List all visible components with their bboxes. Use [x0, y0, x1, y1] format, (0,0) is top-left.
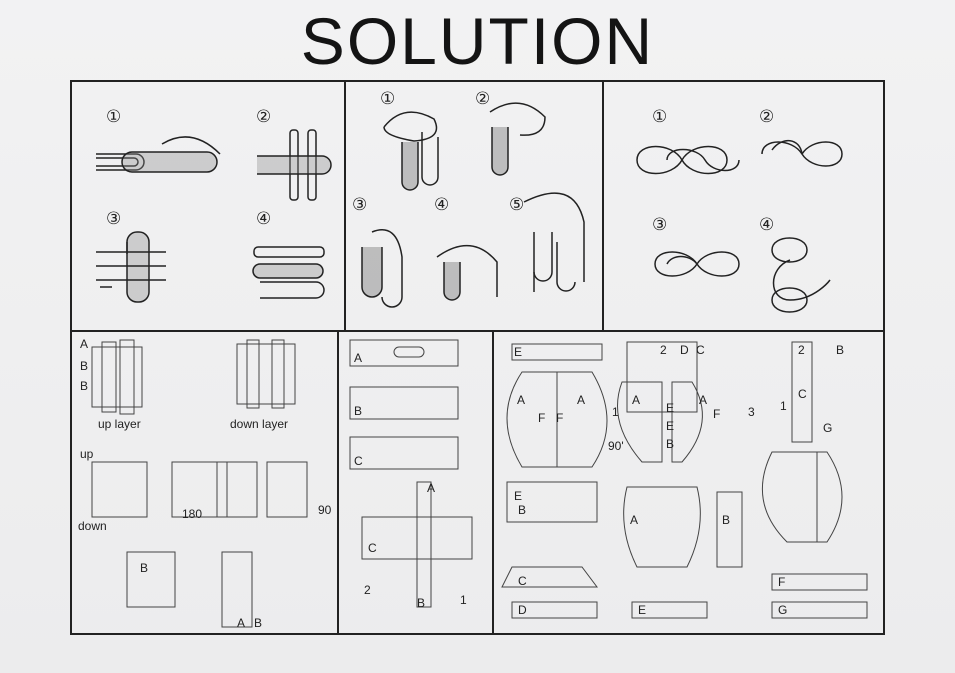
piece-b-label: B: [666, 437, 674, 451]
link-shape-4: [252, 246, 325, 299]
step-2-label: 2: [364, 583, 371, 597]
link-shape-1: [96, 136, 221, 173]
solution-board: ① ② ③ ④: [70, 80, 885, 635]
piece-b-label: B: [417, 596, 425, 610]
piece-b-label: B: [518, 503, 526, 517]
piece-c-label: C: [368, 541, 377, 555]
page-title: SOLUTION: [300, 4, 655, 78]
step-4-marker: ④: [759, 215, 774, 234]
panel-4-layers: A B B up layer down layer up down 180 90…: [78, 337, 332, 630]
step-2-marker: ②: [759, 107, 774, 126]
rotate-90-label: 90': [608, 439, 624, 453]
piece-b-label: B: [354, 404, 362, 418]
step-1-marker: ①: [652, 107, 667, 126]
piece-a-label: A: [354, 351, 362, 365]
piece-a-label: A: [632, 393, 640, 407]
piece-e-label: E: [666, 419, 674, 433]
piece-c-label: C: [518, 574, 527, 588]
step-2-label: 2: [660, 343, 667, 357]
step-3-marker: ③: [106, 209, 121, 228]
piece-g-label: G: [823, 421, 832, 435]
piece-d-label: D: [518, 603, 527, 617]
link-shape-2: [257, 129, 332, 201]
panel-2-hooks: ① ② ③ ④ ⑤: [352, 89, 585, 308]
piece-c-label: C: [354, 454, 363, 468]
down-label: down: [78, 519, 107, 533]
link-shape-3: [96, 231, 166, 303]
label-b: B: [80, 379, 88, 393]
label-b: B: [80, 359, 88, 373]
piece-c-label: C: [696, 343, 705, 357]
step-3-marker: ③: [352, 195, 367, 214]
piece-e-label: E: [514, 345, 522, 359]
step-3-label: 3: [748, 405, 755, 419]
rotate-180-label: 180: [182, 507, 202, 521]
piece-a-label: A: [427, 481, 435, 495]
piece-g-label: G: [778, 603, 787, 617]
piece-f-label: F: [538, 411, 545, 425]
label-a: A: [80, 337, 88, 351]
up-label: up: [80, 447, 94, 461]
board-grid: ① ② ③ ④: [72, 82, 883, 633]
piece-a-label: A: [630, 513, 638, 527]
piece-e-label: E: [666, 401, 674, 415]
piece-f-label: F: [778, 575, 785, 589]
step-1-label: 1: [780, 399, 787, 413]
step-1-marker: ①: [106, 107, 121, 126]
step-5-marker: ⑤: [509, 195, 524, 214]
piece-e-label: E: [514, 489, 522, 503]
step-2-label: 2: [798, 343, 805, 357]
panel-5-sliding-pieces: A B C A C B 1 2: [349, 339, 473, 610]
down-layer-label: down layer: [230, 417, 288, 431]
step-4-marker: ④: [256, 209, 271, 228]
piece-a-label: A: [517, 393, 525, 407]
step-1-label: 1: [612, 405, 619, 419]
step-3-marker: ③: [652, 215, 667, 234]
rotate-90-label: 90: [318, 503, 332, 517]
step-1-marker: ①: [380, 89, 395, 108]
piece-d-label: D: [680, 343, 689, 357]
piece-a-label: A: [577, 393, 585, 407]
panel-3-infinity-links: ① ② ③ ④: [636, 107, 843, 313]
step-1-label: 1: [460, 593, 467, 607]
piece-b-label: B: [722, 513, 730, 527]
piece-a-label: A: [699, 393, 707, 407]
step-2-marker: ②: [256, 107, 271, 126]
piece-b-label: B: [836, 343, 844, 357]
step-2-marker: ②: [475, 89, 490, 108]
piece-e-label: E: [638, 603, 646, 617]
piece-c-label: C: [798, 387, 807, 401]
piece-f-label: F: [556, 411, 563, 425]
label-a: A: [237, 616, 245, 630]
piece-f-label: F: [713, 407, 720, 421]
step-4-marker: ④: [434, 195, 449, 214]
label-b: B: [254, 616, 262, 630]
label-b: B: [140, 561, 148, 575]
up-layer-label: up layer: [98, 417, 141, 431]
panel-6-assembly: E A A F F 2 D C A A E E B F 1 3 90' 2 B …: [501, 341, 868, 619]
panel-1-chain-links: ① ② ③ ④: [96, 107, 332, 303]
